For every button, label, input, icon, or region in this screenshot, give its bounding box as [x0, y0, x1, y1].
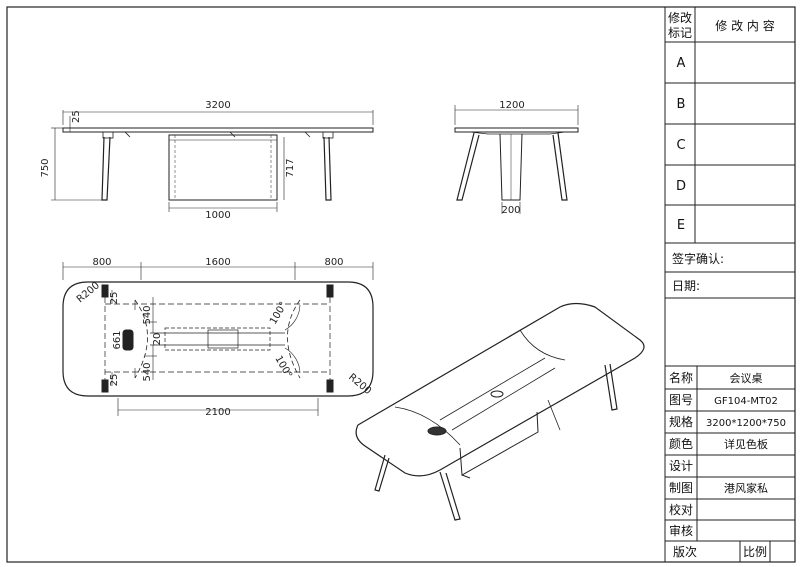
dim-front-top-thickness: 25 — [71, 110, 82, 123]
iso-cabinet — [459, 411, 539, 476]
dim-plan-25-top: 25 — [109, 292, 120, 305]
dim-side-leg-width: 200 — [501, 205, 520, 216]
tb-rev-row-d: D — [676, 179, 686, 194]
tb-value-drawing-no: GF104-MT02 — [714, 396, 778, 407]
tb-label-drafter: 制图 — [669, 481, 693, 495]
side-view — [454, 105, 579, 214]
tb-label-design: 设计 — [669, 459, 693, 473]
iso-tabletop — [355, 302, 645, 477]
front-cabinet — [168, 134, 278, 201]
tb-label-drawing-no: 图号 — [669, 393, 693, 407]
iso-leg-3 — [604, 363, 618, 411]
tb-label-review: 审核 — [669, 523, 693, 538]
dim-front-height: 750 — [40, 158, 51, 177]
front-view — [51, 110, 374, 212]
title-block — [664, 7, 795, 562]
dim-plan-661: 661 — [112, 330, 123, 349]
tb-rev-row-c: C — [676, 138, 685, 153]
isometric-view — [355, 302, 645, 521]
iso-leg-2 — [439, 471, 461, 521]
front-tabletop — [62, 127, 374, 133]
tb-label-name: 名称 — [669, 370, 693, 385]
dim-plan-radius-right: R200 — [346, 372, 373, 397]
tb-rev-row-b: B — [677, 97, 686, 112]
tb-rev-row-a: A — [677, 56, 686, 71]
iso-grommet-1 — [427, 426, 447, 436]
tb-value-drafter: 港风家私 — [724, 481, 768, 495]
side-tabletop — [454, 127, 579, 133]
tb-revision-content: 修 改 内 容 — [715, 18, 774, 33]
front-leg-left — [101, 136, 111, 201]
tb-revision-mark-l2: 标记 — [668, 26, 692, 40]
tb-date: 日期: — [672, 279, 700, 293]
dim-plan-right: 800 — [324, 257, 343, 268]
dim-plan-radius-left: R200 — [75, 280, 102, 305]
tb-rev-row-e: E — [677, 218, 685, 233]
plan-tabletop-outline — [62, 281, 374, 397]
front-leg-right — [323, 136, 332, 201]
tb-scale: 比例 — [743, 545, 767, 559]
sheet-border — [6, 6, 796, 563]
tb-value-name: 会议桌 — [730, 372, 763, 385]
side-leg-left — [456, 132, 480, 201]
dim-plan-mid: 1600 — [205, 257, 230, 268]
plan-view — [62, 262, 374, 416]
iso-grommet-2 — [490, 390, 504, 398]
dim-plan-540-bottom: 540 — [142, 362, 153, 381]
dim-plan-540-top: 540 — [142, 305, 153, 324]
dim-side-depth: 1200 — [499, 100, 524, 111]
tb-sign-confirm: 签字确认: — [672, 251, 724, 266]
side-leg-right — [552, 132, 568, 201]
dim-front-cabinet-width: 1000 — [205, 210, 230, 221]
tb-label-color: 颜色 — [669, 436, 693, 451]
tb-revision-mark-l1: 修改 — [668, 10, 692, 25]
tb-version: 版次 — [673, 545, 697, 559]
tb-label-spec: 规格 — [669, 414, 693, 429]
tb-value-spec: 3200*1200*750 — [706, 418, 786, 429]
tb-value-color: 详见色板 — [724, 437, 768, 451]
dim-plan-bottom: 2100 — [205, 407, 230, 418]
dim-plan-25-bottom: 25 — [109, 374, 120, 387]
dim-plan-left: 800 — [92, 257, 111, 268]
iso-leg-1 — [374, 454, 390, 492]
tb-label-check: 校对 — [669, 502, 693, 517]
dim-front-leg-height: 717 — [285, 158, 296, 177]
dim-front-width: 3200 — [205, 100, 230, 111]
dim-plan-20: 20 — [152, 333, 163, 346]
title-block-rows: 名称 会议桌 图号 GF104-MT02 规格 3200*1200*750 颜色… — [669, 370, 786, 538]
plan-grommet — [122, 329, 134, 351]
